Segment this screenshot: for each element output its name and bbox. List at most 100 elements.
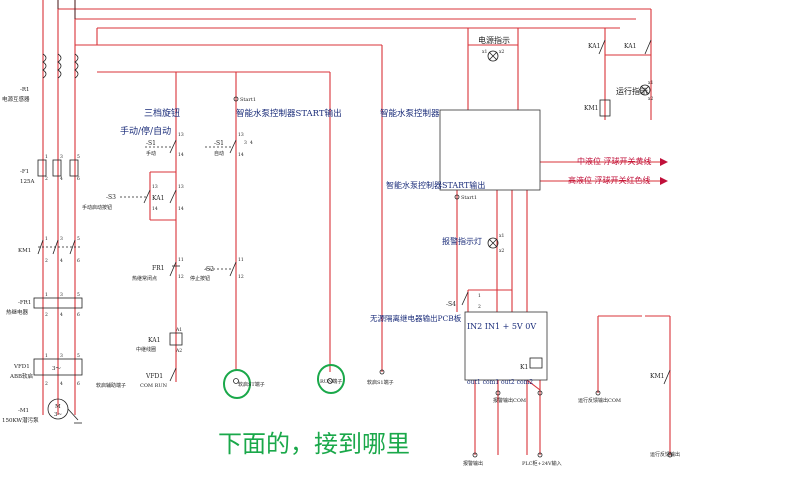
arrow-mid-level-icon: [660, 158, 668, 166]
label-ka1-top1: KA1: [588, 43, 600, 50]
label-s2: -S2: [204, 266, 214, 273]
motor-phase: 3~: [54, 412, 62, 418]
svg-text:2: 2: [45, 176, 48, 182]
label-plc-side: PLC柜+24V输入: [522, 460, 562, 467]
svg-text:4: 4: [60, 176, 63, 182]
svg-text:1: 1: [478, 293, 481, 299]
label-r1-desc: 电源互感器: [2, 95, 30, 103]
label-m1-desc: 150KW潜污泵: [2, 416, 39, 424]
svg-text:2: 2: [45, 258, 48, 264]
label-km1: KM1: [18, 248, 31, 254]
power-labels: -R1 电源互感器 -F1 125A KM1 -FR1 热继电器 VFD1 AB…: [2, 87, 62, 424]
svg-text:x1: x1: [648, 80, 654, 86]
label-r1: -R1: [20, 87, 30, 93]
label-board-out: out1 com1 out2 com2: [467, 379, 533, 386]
green-circle-a: [223, 369, 251, 399]
svg-text:14: 14: [178, 152, 184, 158]
label-km1-right: KM1: [650, 373, 664, 380]
label-fr1-ctrl: FR1: [152, 265, 165, 272]
svg-text:4: 4: [60, 381, 63, 387]
svg-text:13: 13: [238, 132, 244, 138]
label-start1-right: Start1: [461, 195, 477, 201]
svg-text:12: 12: [178, 274, 184, 280]
label-start-output: 智能水泵控制器START输出: [236, 108, 342, 119]
selector-modes: 手动/停/自动: [120, 125, 171, 137]
svg-text:14: 14: [238, 152, 244, 158]
svg-text:A1: A1: [175, 327, 182, 333]
svg-text:1: 1: [45, 236, 48, 242]
label-s3: -S3: [106, 194, 116, 201]
label-board-pins: IN2 IN1 + 5V 0V: [467, 322, 536, 331]
label-ka1-top2: KA1: [624, 43, 636, 50]
label-vfd1-desc: ABB软启: [9, 372, 33, 380]
label-alarm-indicator: 报警指示灯: [442, 236, 482, 246]
label-alarm-out-com: 报警输出COM: [493, 397, 526, 404]
label-s1b-desc: 自动: [214, 150, 224, 157]
label-fr1: -FR1: [18, 300, 31, 306]
svg-text:13: 13: [152, 184, 158, 190]
label-high-level: 高液位 浮球开关红色线: [568, 175, 651, 185]
svg-text:x2: x2: [499, 49, 505, 55]
svg-text:5: 5: [77, 236, 80, 242]
label-mid-level: 中液位 浮球开关黄线: [577, 156, 652, 166]
svg-text:3: 3: [60, 236, 63, 242]
svg-text:13: 13: [178, 132, 184, 138]
label-alarm-out: 报警输出: [463, 460, 483, 467]
arrow-high-level-icon: [660, 177, 668, 185]
label-start1: Start1: [240, 97, 256, 103]
label-ka1: KA1: [152, 195, 164, 202]
svg-text:14: 14: [152, 206, 158, 212]
svg-text:6: 6: [77, 258, 80, 264]
label-relay-board: 无源隔离继电器输出PCB板: [370, 313, 462, 323]
label-s1a-desc: 手动: [146, 150, 156, 157]
red-wiring: [42, 0, 671, 455]
svg-text:x1: x1: [482, 49, 488, 55]
svg-text:11: 11: [238, 257, 244, 263]
svg-text:6: 6: [77, 381, 80, 387]
svg-text:6: 6: [77, 176, 80, 182]
svg-text:3: 3: [60, 292, 63, 298]
terminal-numbers: 1 3 5 2 4 6 1 3 5 2 4 6 1 3 5 2 4 6 1 3 …: [45, 154, 80, 387]
svg-text:2: 2: [45, 381, 48, 387]
label-power-indicator: 电源指示: [478, 35, 510, 45]
right-labels: 电源指示 x1 x2 智能水泵控制器 智能水泵控制器START输出 Start1…: [370, 35, 680, 467]
svg-text:4: 4: [60, 312, 63, 318]
svg-text:x2: x2: [648, 96, 654, 102]
svg-text:A2: A2: [175, 348, 182, 354]
control-contact-numbers: 13 14 13 14 13 14 11 12 11 12 A1 A2 13 1…: [152, 132, 481, 354]
svg-text:3: 3: [60, 154, 63, 160]
svg-text:1: 1: [45, 353, 48, 359]
label-soft-start-terminal: 软启S1端子: [367, 379, 394, 386]
label-vfd-terms: COM RUN: [140, 383, 168, 389]
svg-text:5: 5: [77, 353, 80, 359]
components: [33, 0, 673, 458]
green-circle-b: [317, 364, 345, 394]
label-f1: -F1: [20, 169, 29, 175]
label-km1-coil: KM1: [584, 105, 598, 112]
label-f1-desc: 125A: [20, 179, 35, 185]
label-fr1-ctrl-desc: 热继常闭点: [132, 275, 157, 282]
control-labels: 三档旋钮 手动/停/自动 -S1 手动 -S1 自动 -S3 手动启动按钮 KA…: [82, 97, 342, 389]
svg-text:3: 3: [60, 353, 63, 359]
label-vfd1-ctrl-desc: 软启辅助端子: [96, 382, 126, 389]
svg-text:2: 2: [45, 312, 48, 318]
vfd-box-text: 3～: [52, 366, 61, 372]
label-s3-desc: 手动启动按钮: [82, 204, 112, 211]
bottom-labels: 软启S1端子 软启ST端子 RUN端子 下面的，接到哪里: [218, 378, 410, 458]
svg-text:12: 12: [238, 274, 244, 280]
label-ka1-coil-desc: 中继线圈: [136, 346, 156, 353]
svg-text:5: 5: [77, 154, 80, 160]
svg-text:1: 1: [45, 154, 48, 160]
svg-text:x2: x2: [499, 248, 505, 254]
label-k1: K1: [520, 364, 528, 371]
label-s1a: -S1: [146, 140, 156, 147]
label-controller-start: 智能水泵控制器START输出: [386, 180, 485, 190]
label-m1: -M1: [18, 408, 29, 414]
label-vfd1-ctrl: VFD1: [145, 373, 163, 380]
label-s4: -S4: [446, 301, 456, 308]
svg-text:14: 14: [178, 206, 184, 212]
label-fr1-desc: 热继电器: [6, 308, 29, 316]
svg-text:3: 3: [244, 140, 247, 146]
